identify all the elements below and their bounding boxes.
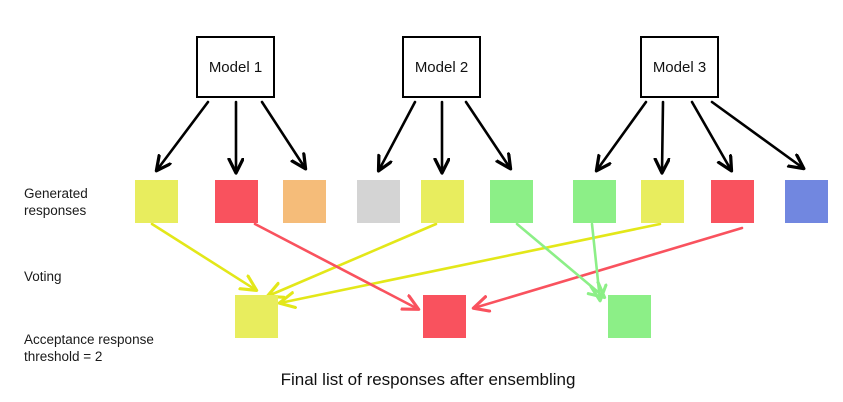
generated-response-1[interactable] [135, 180, 178, 223]
arrow-model3-resp8 [662, 100, 663, 172]
vote-arrow-resp8-to-yellow [280, 222, 662, 303]
final-response-1[interactable] [235, 295, 278, 338]
model-box-3-label: Model 3 [652, 58, 707, 76]
acceptance-threshold-label: Acceptance response threshold = 2 [24, 332, 154, 364]
generated-response-2[interactable] [215, 180, 258, 223]
model-box-1[interactable]: Model 1 [196, 36, 275, 98]
final-response-3[interactable] [608, 295, 651, 338]
generated-response-6[interactable] [490, 180, 533, 223]
generated-response-8[interactable] [641, 180, 684, 223]
vote-arrow-resp1-to-yellow [150, 222, 256, 290]
generated-responses-label: Generated responses [24, 186, 88, 218]
vote-arrow-resp2-to-red [253, 222, 418, 309]
generated-response-3[interactable] [283, 180, 326, 223]
arrow-model3-resp10 [710, 100, 803, 168]
generated-response-4[interactable] [357, 180, 400, 223]
model-box-2-label: Model 2 [414, 58, 469, 76]
arrow-model1-resp3 [260, 100, 305, 168]
arrow-model3-resp9 [690, 100, 731, 170]
arrow-model2-resp6 [464, 100, 510, 168]
generated-response-5[interactable] [421, 180, 464, 223]
generated-response-7[interactable] [573, 180, 616, 223]
final-response-2[interactable] [423, 295, 466, 338]
model-box-1-label: Model 1 [208, 58, 263, 76]
generated-response-9[interactable] [711, 180, 754, 223]
vote-arrow-resp6-to-green [515, 222, 604, 297]
voting-label: Voting [24, 269, 62, 284]
model-box-3[interactable]: Model 3 [640, 36, 719, 98]
model-to-response-arrows [157, 100, 803, 172]
arrow-model2-resp4 [379, 100, 417, 170]
generated-response-10[interactable] [785, 180, 828, 223]
vote-arrow-resp7-to-green [592, 222, 600, 300]
diagram-caption: Final list of responses after ensembling [280, 370, 576, 389]
vote-arrow-resp5-to-yellow [268, 222, 438, 296]
model-box-2[interactable]: Model 2 [402, 36, 481, 98]
arrow-model3-resp7 [597, 100, 648, 170]
arrow-model1-resp1 [157, 100, 210, 170]
